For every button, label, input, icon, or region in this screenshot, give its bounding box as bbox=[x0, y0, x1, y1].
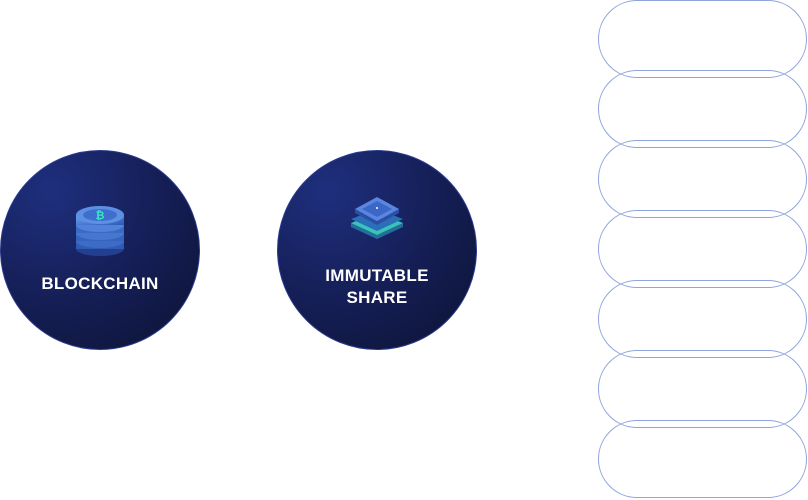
feature-label-line2: SHARE bbox=[346, 288, 408, 307]
feature-label-line1: IMMUTABLE bbox=[325, 266, 429, 285]
pill-card[interactable] bbox=[598, 350, 807, 428]
pill-card[interactable] bbox=[598, 0, 807, 78]
layered-chip-icon bbox=[351, 197, 403, 239]
pill-card[interactable] bbox=[598, 280, 807, 358]
feature-label: BLOCKCHAIN bbox=[1, 273, 199, 295]
pill-card[interactable] bbox=[598, 140, 807, 218]
svg-text:₿: ₿ bbox=[96, 209, 105, 222]
feature-label: IMMUTABLE SHARE bbox=[278, 265, 476, 309]
pill-card[interactable] bbox=[598, 420, 807, 498]
blockchain-feature-circle[interactable]: ₿ BLOCKCHAIN bbox=[0, 150, 200, 350]
pill-card[interactable] bbox=[598, 70, 807, 148]
coin-stack-icon: ₿ bbox=[76, 206, 124, 256]
pill-card[interactable] bbox=[598, 210, 807, 288]
feature-label-line1: BLOCKCHAIN bbox=[41, 274, 159, 293]
immutable-share-feature-circle[interactable]: IMMUTABLE SHARE bbox=[277, 150, 477, 350]
